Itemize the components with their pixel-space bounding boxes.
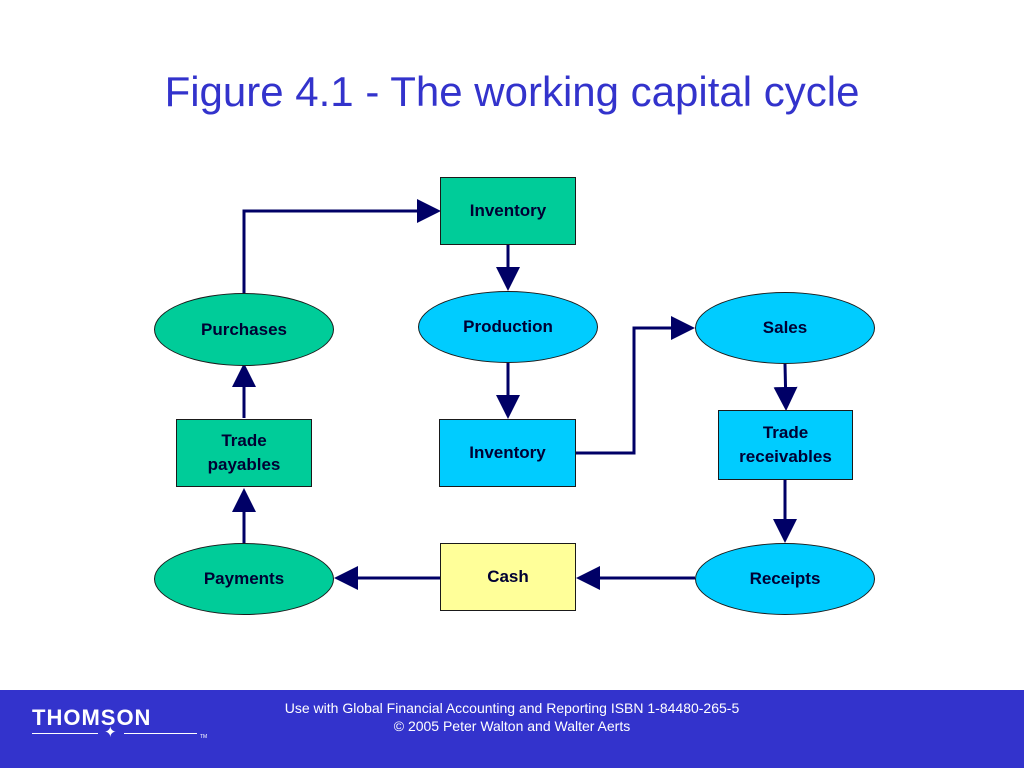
star-icon: ✦ [104,724,117,741]
logo-line-right [124,733,197,734]
inventory-mid-node: Inventory [439,419,576,487]
payments-node: Payments [154,543,334,615]
production-node: Production [418,291,598,363]
inventory-top-node: Inventory [440,177,576,245]
sales-node: Sales [695,292,875,364]
arrow-sales-to-trade-receivables [773,363,798,411]
receipts-node: Receipts [695,543,875,615]
cash-node: Cash [440,543,576,611]
purchases-node: Purchases [154,293,334,366]
footer-line-2: © 2005 Peter Walton and Walter Aerts [393,718,631,734]
trade-receivables-node: Trade receivables [718,410,853,480]
logo-line-left [32,733,98,734]
trade-payables-node: Trade payables [176,419,312,487]
footer-line-1: Use with Global Financial Accounting and… [284,700,740,716]
thomson-logo: THOMSON [32,705,152,730]
arrow-purchases-to-inventory [242,199,441,293]
flow-arrows [232,199,798,590]
footer-bar: THOMSON ✦ TM Use with Global Financial A… [0,690,1024,768]
arrow-inventory-to-sales [576,316,695,455]
page-title: Figure 4.1 - The working capital cycle [164,68,860,115]
trademark-mark: TM [200,734,208,740]
